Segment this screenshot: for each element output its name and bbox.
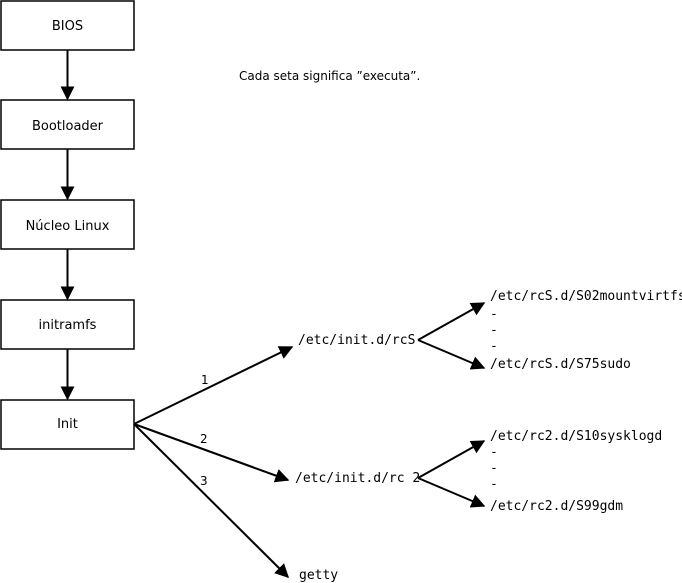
box-bios: BIOS xyxy=(0,0,135,51)
box-bios-label: BIOS xyxy=(52,19,83,34)
edge-label-2: 2 xyxy=(200,432,208,446)
box-init: Init xyxy=(0,399,135,450)
rcs-entry-dot: - xyxy=(490,307,498,322)
rcs-entry-dot: - xyxy=(490,339,498,354)
diagram-note: Cada seta significa ”executa”. xyxy=(239,69,420,83)
rcs-entry-dot: - xyxy=(490,323,498,338)
box-initramfs-label: initramfs xyxy=(39,318,97,333)
edge-label-3: 3 xyxy=(200,474,208,488)
arrow-rcs-to-first xyxy=(417,302,486,341)
box-kernel-label: Núcleo Linux xyxy=(26,219,110,234)
rc2-entry-last: /etc/rc2.d/S99gdm xyxy=(490,499,623,514)
arrow-rcs-to-last xyxy=(417,339,486,370)
arrow-rc2-to-last xyxy=(417,477,486,508)
arrow-rc2-to-first xyxy=(417,440,486,479)
box-kernel: Núcleo Linux xyxy=(0,199,135,250)
rc2-entry-dot: - xyxy=(490,461,498,476)
script-getty: getty xyxy=(299,568,338,583)
rc2-entry-dot: - xyxy=(490,445,498,460)
box-init-label: Init xyxy=(57,417,78,432)
script-rcs: /etc/init.d/rcS xyxy=(298,333,415,348)
rcs-entry-first: /etc/rcS.d/S02mountvirtfs xyxy=(490,289,682,304)
arrow-init-to-rcs xyxy=(133,346,294,425)
script-rc2: /etc/init.d/rc 2 xyxy=(295,471,420,486)
edge-label-1: 1 xyxy=(201,373,209,387)
box-initramfs: initramfs xyxy=(0,299,135,350)
arrow-init-to-rc2 xyxy=(133,423,290,483)
rcs-entry-last: /etc/rcS.d/S75sudo xyxy=(490,357,631,372)
box-bootloader-label: Bootloader xyxy=(32,119,104,134)
rc2-entry-dot: - xyxy=(490,477,498,492)
box-bootloader: Bootloader xyxy=(0,99,135,150)
rc2-entry-first: /etc/rc2.d/S10sysklogd xyxy=(490,429,662,444)
arrow-init-to-getty xyxy=(133,423,289,578)
